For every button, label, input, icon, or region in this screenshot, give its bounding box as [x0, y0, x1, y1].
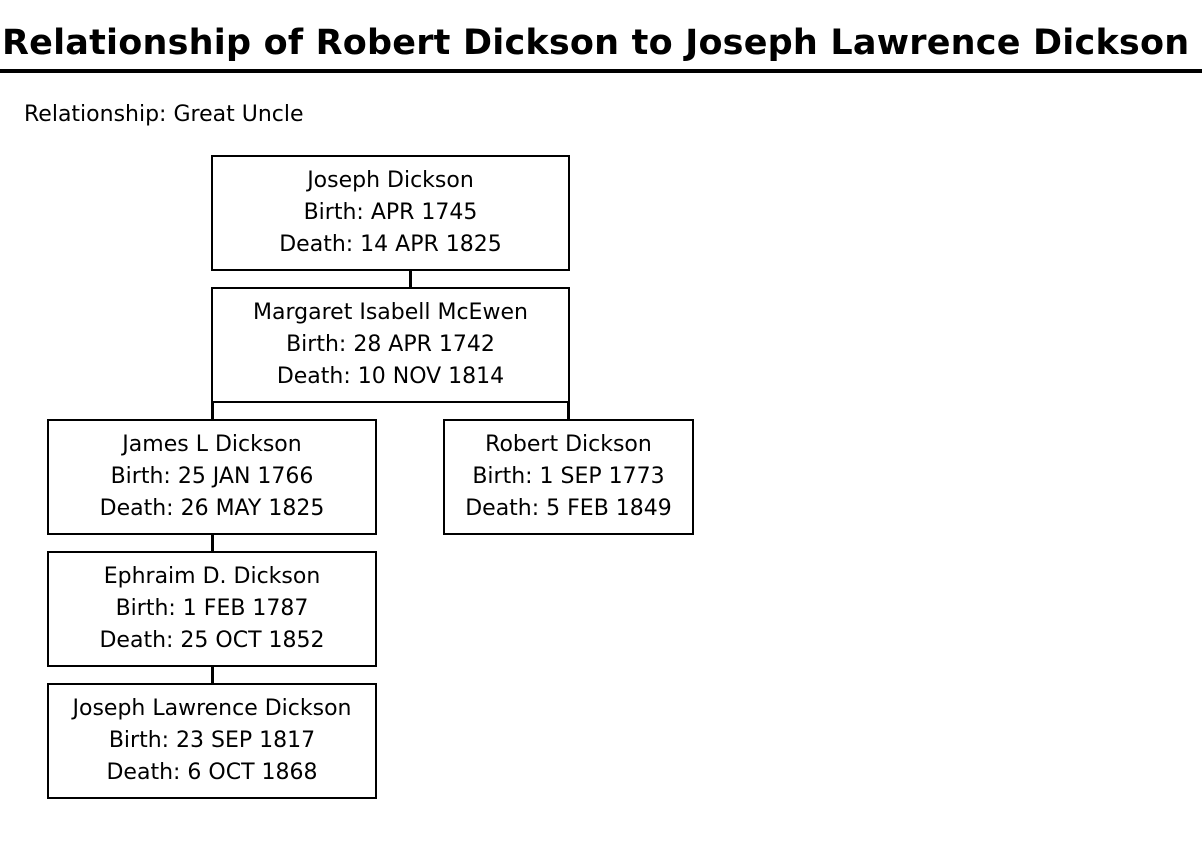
person-death: Death: 25 OCT 1852: [99, 628, 325, 653]
person-death: Death: 14 APR 1825: [279, 232, 502, 257]
relationship-value: Great Uncle: [173, 102, 304, 127]
person-name: Joseph Lawrence Dickson: [72, 696, 352, 721]
person-box-joseph-lawrence-dickson: Joseph Lawrence Dickson Birth: 23 SEP 18…: [47, 683, 377, 799]
connector-james-ephraim: [211, 533, 214, 553]
connector-margaret-children-left: [211, 401, 214, 421]
person-death: Death: 6 OCT 1868: [106, 760, 318, 785]
relationship-summary: Relationship: Great Uncle: [24, 100, 304, 130]
relationship-label: Relationship:: [24, 102, 167, 127]
person-death: Death: 26 MAY 1825: [99, 496, 325, 521]
connector-joseph-margaret: [409, 269, 412, 289]
person-box-james-dickson: James L Dickson Birth: 25 JAN 1766 Death…: [47, 419, 377, 535]
page-title: Relationship of Robert Dickson to Joseph…: [2, 23, 1190, 63]
person-birth: Birth: 1 SEP 1773: [472, 464, 665, 489]
connector-margaret-children-right: [567, 401, 570, 421]
person-birth: Birth: 23 SEP 1817: [108, 728, 316, 753]
person-birth: Birth: 1 FEB 1787: [115, 596, 309, 621]
person-birth: Birth: APR 1745: [303, 200, 478, 225]
person-birth: Birth: 25 JAN 1766: [110, 464, 314, 489]
person-box-margaret-mcewen: Margaret Isabell McEwen Birth: 28 APR 17…: [211, 287, 570, 403]
title-divider: [0, 69, 1202, 73]
person-box-ephraim-dickson: Ephraim D. Dickson Birth: 1 FEB 1787 Dea…: [47, 551, 377, 667]
person-box-joseph-dickson: Joseph Dickson Birth: APR 1745 Death: 14…: [211, 155, 570, 271]
person-name: Joseph Dickson: [307, 168, 474, 193]
person-death: Death: 5 FEB 1849: [465, 496, 672, 521]
person-birth: Birth: 28 APR 1742: [286, 332, 495, 357]
person-name: James L Dickson: [122, 432, 302, 457]
person-box-robert-dickson: Robert Dickson Birth: 1 SEP 1773 Death: …: [443, 419, 694, 535]
connector-ephraim-joseph-lawrence: [211, 665, 214, 685]
person-death: Death: 10 NOV 1814: [276, 364, 505, 389]
person-name: Robert Dickson: [485, 432, 652, 457]
person-name: Margaret Isabell McEwen: [253, 300, 528, 325]
person-name: Ephraim D. Dickson: [103, 564, 321, 589]
